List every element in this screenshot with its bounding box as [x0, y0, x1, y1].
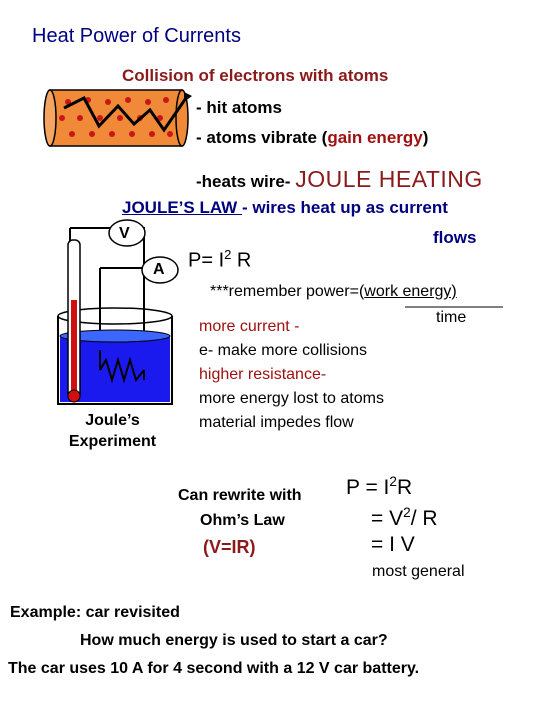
- experiment-caption-line2: Experiment: [68, 433, 157, 450]
- equation-v-squared-over-r: = V2/ R: [371, 505, 438, 530]
- equation-i-squared-r: P = I2R: [346, 474, 413, 499]
- ammeter-label: A: [153, 261, 165, 278]
- bullet-hit-atoms: - hit atoms: [196, 98, 282, 117]
- joules-law-name: JOULE’S LAW: [122, 198, 242, 217]
- joules-law-line: JOULE’S LAW - wires heat up as current: [122, 198, 448, 217]
- example-line-1: Example: car revisited: [10, 604, 180, 621]
- bullet-atoms-vibrate: - atoms vibrate (gain energy): [196, 128, 429, 147]
- explanation-line-1: more current -: [199, 318, 300, 335]
- explanation-line-2: e- make more collisions: [199, 342, 368, 359]
- flows-text: flows: [433, 228, 477, 247]
- time-denominator: time: [436, 309, 467, 326]
- voltmeter-icon: [108, 219, 146, 247]
- joule-heating-label: JOULE HEATING: [295, 166, 483, 192]
- slide-title: Heat Power of Currents: [32, 25, 241, 47]
- example-line-2: How much energy is used to start a car?: [80, 632, 388, 649]
- experiment-caption-line1: Joule’s: [85, 412, 140, 429]
- ammeter-icon: [141, 256, 179, 284]
- voltmeter-label: V: [119, 225, 130, 242]
- ohms-law-formula: (V=IR): [203, 537, 256, 557]
- most-general-note: most general: [372, 563, 465, 580]
- joules-experiment-diagram: [57, 227, 173, 405]
- wire-illustration: [43, 89, 192, 147]
- rewrite-line-2: Ohm’s Law: [200, 512, 285, 529]
- fraction-bar: [405, 306, 503, 308]
- power-formula: P= I2 R: [188, 247, 252, 272]
- gain-energy-highlight: gain energy: [327, 128, 423, 147]
- explanation-line-5: material impedes flow: [199, 414, 354, 431]
- explanation-line-3: higher resistance-: [199, 366, 327, 383]
- remember-line: ***remember power=(work energy): [210, 283, 457, 300]
- bullet-heats-wire: -heats wire- JOULE HEATING: [196, 166, 483, 192]
- subtitle: Collision of electrons with atoms: [122, 66, 389, 85]
- equation-iv: = I V: [371, 533, 415, 556]
- work-energy-numerator: work energy): [364, 283, 457, 300]
- rewrite-line-1: Can rewrite with: [178, 487, 302, 504]
- example-line-3: The car uses 10 A for 4 second with a 12…: [8, 660, 420, 677]
- explanation-line-4: more energy lost to atoms: [199, 390, 384, 407]
